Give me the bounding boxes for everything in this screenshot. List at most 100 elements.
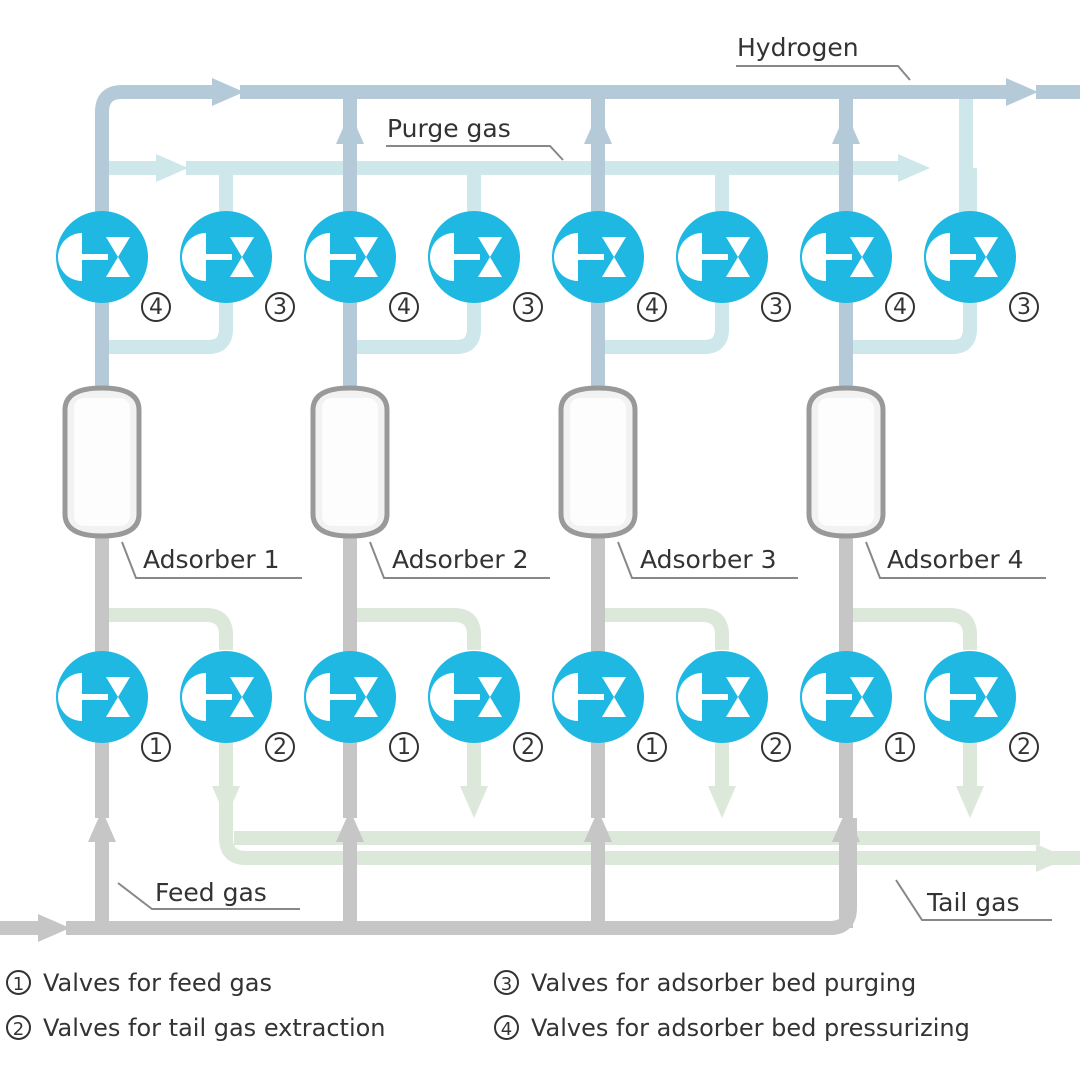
valve-number-label: 4 [149, 295, 163, 320]
valve-number-badge [141, 732, 171, 762]
adsorber-highlight [322, 398, 378, 526]
adsorber-4-leader-line [865, 541, 1046, 579]
bowtie-icon [106, 237, 130, 277]
adsorber-2-vessel-icon [310, 385, 390, 539]
adsorber-4-vessel-icon [806, 385, 886, 539]
adsorber-1-vessel-icon [62, 385, 142, 539]
pressurize-valve-3: 4 [552, 211, 667, 322]
valve-number-label: 1 [149, 735, 163, 760]
purge-flow-arrow-icon [156, 154, 188, 182]
valve-number-label: 2 [273, 735, 287, 760]
purge-flow-arrow-icon [898, 154, 930, 182]
adsorber-3-vessel-icon [558, 385, 638, 539]
stem-icon [702, 254, 728, 260]
valve-number-label: 1 [893, 735, 907, 760]
stem-icon [702, 694, 728, 700]
valve-number-badge [761, 292, 791, 322]
bowtie-icon [230, 237, 254, 277]
hydrogen-main-pipe [95, 85, 1080, 212]
stem-icon [82, 254, 108, 260]
tail-flow-arrow-icon [1036, 844, 1068, 872]
purge-valve-3: 3 [676, 211, 791, 322]
hydrogen-label: Hydrogen [737, 33, 859, 62]
tail-gas-branch-pipe [598, 608, 729, 650]
actuator-icon [926, 233, 950, 281]
actuator-icon [306, 233, 330, 281]
valve-number-label: 2 [769, 735, 783, 760]
stem-icon [578, 694, 604, 700]
stem-icon [454, 254, 480, 260]
bowtie-icon [850, 677, 874, 717]
stem-icon [206, 694, 232, 700]
actuator-icon [430, 673, 454, 721]
tail-gas-branch-pipe [846, 608, 977, 650]
valve-number-badge [141, 292, 171, 322]
feed-gas-label: Feed gas [155, 878, 267, 907]
valve-number-label: 3 [1017, 295, 1031, 320]
hydrogen-flow-arrow-icon [1006, 78, 1038, 106]
tail-gas-branch-pipe [350, 608, 481, 650]
valve-number-badge [885, 292, 915, 322]
adsorber-4-label: Adsorber 4 [887, 545, 1024, 574]
bowtie-icon [974, 677, 998, 717]
feed-up-arrow-icon [336, 810, 364, 842]
tail-gas-collector-pipe [219, 790, 1040, 865]
stem-icon [82, 694, 108, 700]
feed-valve-4: 1 [800, 651, 915, 762]
bowtie-icon [726, 677, 750, 717]
legend-number-badge: 4 [494, 1014, 519, 1040]
valve-number-badge [389, 732, 419, 762]
adsorber-2-leader-line [369, 541, 550, 579]
purge-gas-label: Purge gas [387, 114, 511, 143]
bowtie-icon [974, 237, 998, 277]
legend-text: Valves for adsorber bed pressurizing [531, 1014, 970, 1042]
stem-icon [826, 254, 852, 260]
stem-icon [578, 254, 604, 260]
feed-up-arrow-icon [584, 810, 612, 842]
valve-number-badge [513, 292, 543, 322]
valve-number-label: 2 [1017, 735, 1031, 760]
hydrogen-up-arrow-icon [832, 112, 860, 144]
valve-number-label: 4 [893, 295, 907, 320]
purge-valve-2: 3 [428, 211, 543, 322]
feed-up-arrow-icon [832, 810, 860, 842]
valve-number-badge [637, 292, 667, 322]
pressurize-valve-1: 4 [56, 211, 171, 322]
actuator-icon [802, 233, 826, 281]
pressurize-valve-2: 4 [304, 211, 419, 322]
bowtie-icon [354, 677, 378, 717]
tail-down-arrow-icon [460, 786, 488, 818]
adsorber-highlight [74, 398, 130, 526]
valve-number-badge [513, 732, 543, 762]
valve-number-badge [1009, 292, 1039, 322]
valve-number-badge [265, 732, 295, 762]
hydrogen-leader-line [736, 65, 911, 81]
valve-number-badge [761, 732, 791, 762]
bowtie-icon [602, 677, 626, 717]
legend-item-purge-valves: 3 Valves for adsorber bed purging [494, 968, 916, 998]
feed-up-arrow-icon [88, 810, 116, 842]
stem-icon [950, 694, 976, 700]
actuator-icon [58, 673, 82, 721]
legend-text: Valves for feed gas [43, 969, 272, 997]
stem-icon [950, 254, 976, 260]
valve-number-label: 4 [397, 295, 411, 320]
adsorber-1-label: Adsorber 1 [143, 545, 280, 574]
stem-icon [826, 694, 852, 700]
actuator-icon [430, 233, 454, 281]
legend-number-badge: 3 [494, 969, 519, 995]
stem-icon [330, 254, 356, 260]
bowtie-icon [478, 677, 502, 717]
tail-valve-2: 2 [428, 651, 543, 762]
adsorber-2-label: Adsorber 2 [392, 545, 529, 574]
feed-flow-arrow-icon [38, 914, 70, 942]
bowtie-icon [106, 677, 130, 717]
stem-icon [454, 694, 480, 700]
tail-valve-4: 2 [924, 651, 1039, 762]
feed-valve-1: 1 [56, 651, 171, 762]
legend-text: Valves for adsorber bed purging [531, 969, 917, 997]
tail-gas-label: Tail gas [926, 888, 1020, 917]
actuator-icon [182, 233, 206, 281]
bowtie-icon [602, 237, 626, 277]
